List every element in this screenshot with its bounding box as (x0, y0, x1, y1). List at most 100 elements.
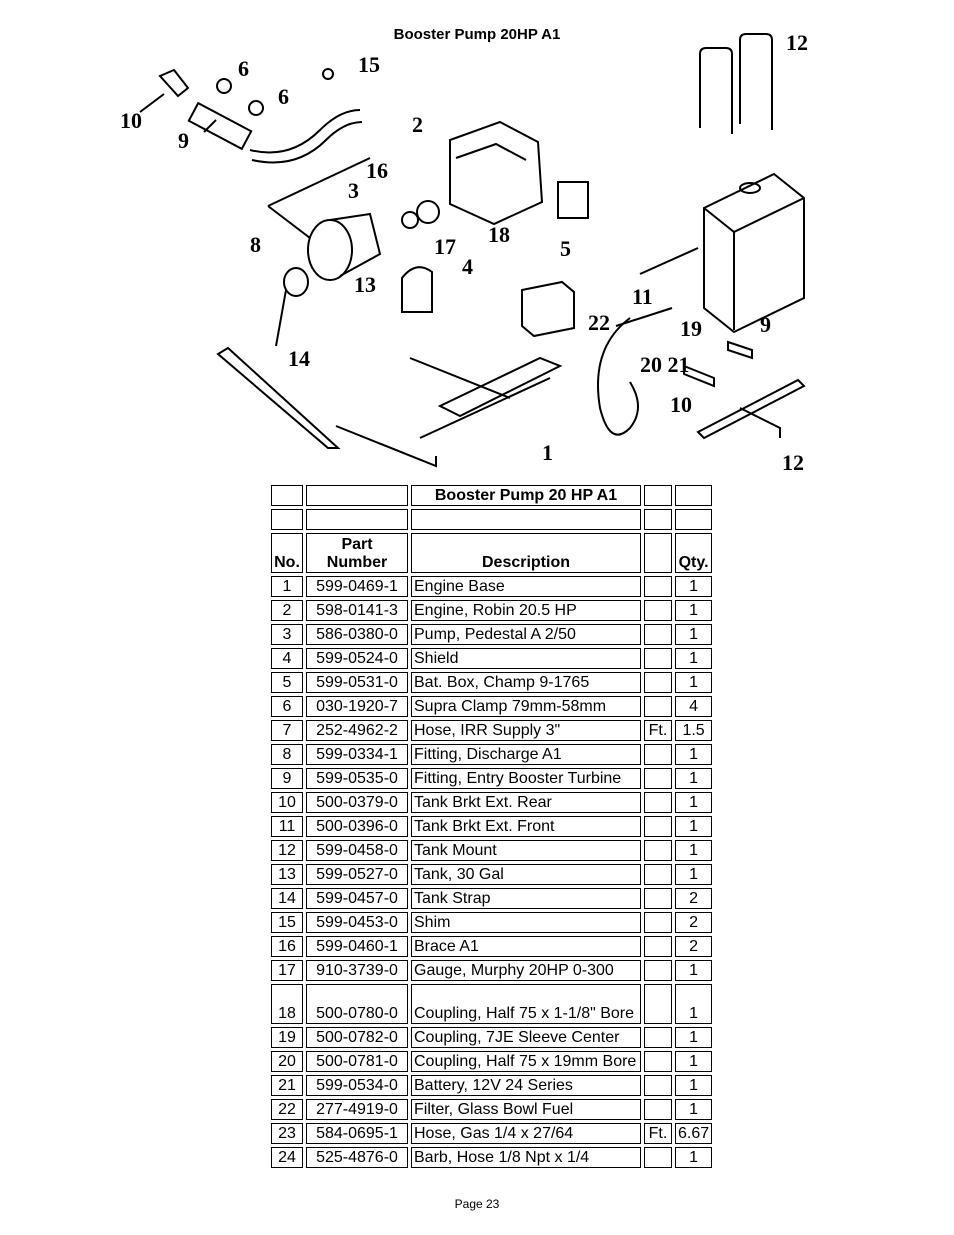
callout-10: 9 (760, 312, 771, 337)
row-unit (644, 624, 672, 645)
row-part-number: 599-0524-0 (306, 648, 408, 669)
header-part-number: Part Number (306, 533, 408, 573)
callout-7: 9 (178, 128, 189, 153)
row-description: Supra Clamp 79mm-58mm (411, 696, 641, 717)
row-qty: 1 (675, 1147, 713, 1168)
row-unit: Ft. (644, 1123, 672, 1144)
callout-6b: 6 (278, 84, 289, 109)
row-qty: 1 (675, 1027, 713, 1048)
row-unit (644, 1027, 672, 1048)
row-unit (644, 768, 672, 789)
callout-6a: 6 (238, 56, 249, 81)
row-part-number: 030-1920-7 (306, 696, 408, 717)
callout-8: 10 (120, 108, 142, 133)
row-unit (644, 888, 672, 909)
callout-13: 11 (632, 284, 653, 309)
row-number: 2 (271, 600, 303, 621)
row-part-number: 525-4876-0 (306, 1147, 408, 1168)
row-unit (644, 672, 672, 693)
row-description: Tank Mount (411, 840, 641, 861)
row-qty: 1 (675, 672, 713, 693)
row-number: 22 (271, 1099, 303, 1120)
callout-15: 13 (354, 272, 376, 297)
row-number: 8 (271, 744, 303, 765)
row-number: 23 (271, 1123, 303, 1144)
row-part-number: 252-4962-2 (306, 720, 408, 741)
row-description: Barb, Hose 1/8 Npt x 1/4 (411, 1147, 641, 1168)
row-number: 9 (271, 768, 303, 789)
table-blank-row (271, 509, 713, 530)
page-footer: Page 23 (454, 1197, 500, 1211)
fitting-8-shape (158, 68, 190, 98)
callout-4: 4 (462, 254, 473, 279)
row-unit (644, 960, 672, 981)
fitting-9-shape (283, 267, 309, 297)
row-number: 6 (271, 696, 303, 717)
row-part-number: 500-0780-0 (306, 984, 408, 1024)
row-description: Fitting, Entry Booster Turbine (411, 768, 641, 789)
row-part-number: 910-3739-0 (306, 960, 408, 981)
row-unit (644, 864, 672, 885)
row-qty: 1 (675, 984, 713, 1024)
row-description: Hose, Gas 1/4 x 27/64 (411, 1123, 641, 1144)
row-description: Coupling, Half 75 x 1-1/8" Bore (411, 984, 641, 1024)
gauge-17-shape (322, 68, 334, 80)
table-title: Booster Pump 20 HP A1 (411, 485, 641, 506)
callout-11: 10 (670, 392, 692, 417)
callout-24: 22 (588, 310, 610, 335)
bracket-10-shape (727, 340, 753, 360)
row-part-number: 599-0334-1 (306, 744, 408, 765)
row-unit (644, 792, 672, 813)
tank-strap-14-shape (699, 47, 733, 134)
callout-1: 1 (542, 440, 553, 465)
row-number: 1 (271, 576, 303, 597)
callout-23: 20 21 (640, 352, 690, 377)
row-number: 20 (271, 1051, 303, 1072)
row-description: Pump, Pedestal A 2/50 (411, 624, 641, 645)
callout-18: 16 (366, 158, 388, 183)
row-description: Battery, 12V 24 Series (411, 1075, 641, 1096)
hose-7-shape (187, 101, 253, 151)
coupling-18-shape (401, 211, 419, 229)
row-description: Filter, Glass Bowl Fuel (411, 1099, 641, 1120)
table-title-row: Booster Pump 20 HP A1 (271, 485, 713, 506)
callout-19: 17 (434, 234, 456, 259)
callout-22: 19 (680, 316, 702, 341)
row-part-number: 598-0141-3 (306, 600, 408, 621)
row-description: Coupling, Half 75 x 19mm Bore (411, 1051, 641, 1072)
row-part-number: 277-4919-0 (306, 1099, 408, 1120)
tank-13-shape (703, 172, 805, 334)
callout-9: 8 (250, 232, 261, 257)
row-qty: 1 (675, 576, 713, 597)
row-part-number: 586-0380-0 (306, 624, 408, 645)
row-description: Tank Strap (411, 888, 641, 909)
engine-2-shape (449, 120, 544, 226)
row-qty: 2 (675, 912, 713, 933)
row-unit (644, 576, 672, 597)
row-qty: 2 (675, 888, 713, 909)
row-number: 5 (271, 672, 303, 693)
coupling-19-shape (416, 200, 440, 224)
shield-4-shape (401, 266, 433, 313)
row-part-number: 599-0469-1 (306, 576, 408, 597)
row-description: Hose, IRR Supply 3" (411, 720, 641, 741)
row-unit (644, 1147, 672, 1168)
row-number: 19 (271, 1027, 303, 1048)
row-part-number: 599-0535-0 (306, 768, 408, 789)
callout-2: 2 (412, 112, 423, 137)
row-unit (644, 984, 672, 1024)
row-part-number: 500-0782-0 (306, 1027, 408, 1048)
row-qty: 1 (675, 1099, 713, 1120)
row-qty: 1 (675, 600, 713, 621)
clamp-6a-shape (216, 78, 232, 94)
parts-table-body: Booster Pump 20 HP A1 No. Part Number De… (271, 485, 713, 1168)
table-header-row: No. Part Number Description Qty. (271, 533, 713, 573)
